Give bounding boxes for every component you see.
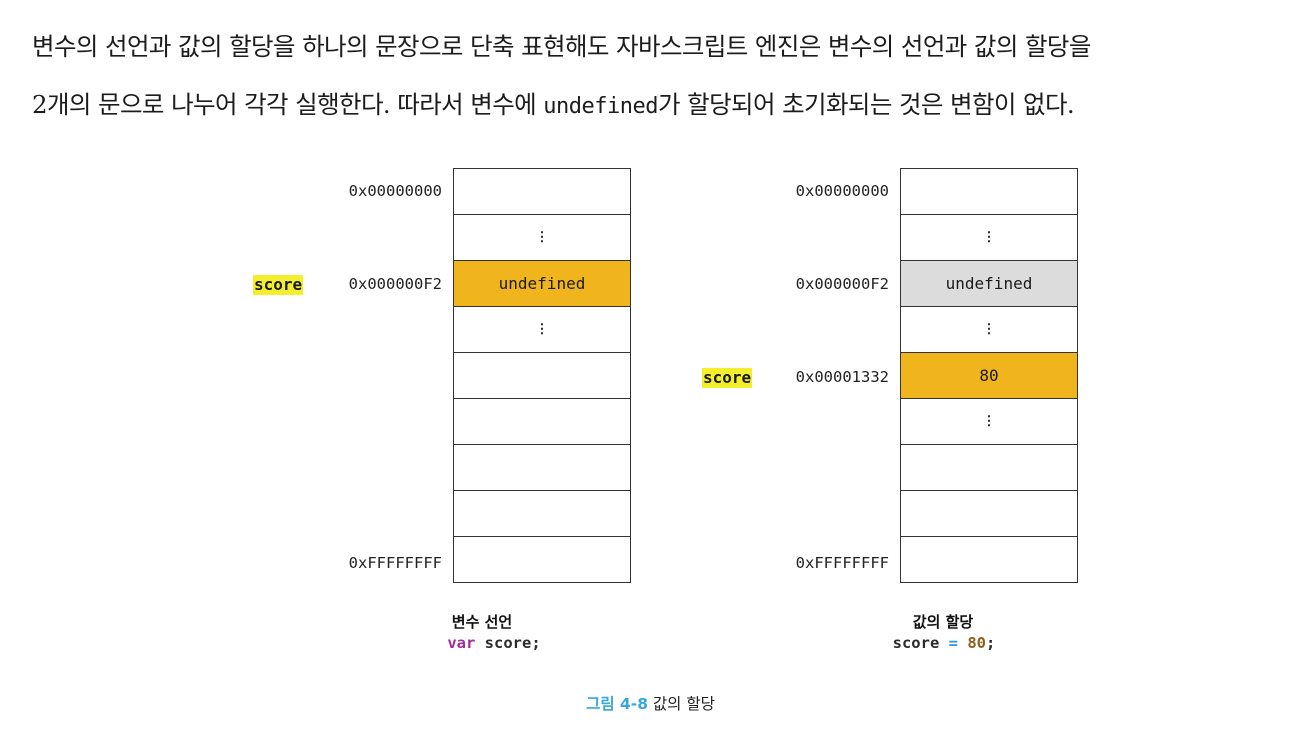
memory-cell bbox=[901, 490, 1077, 536]
left-bottom-address: 0xFFFFFFFF bbox=[348, 554, 442, 572]
number-literal: 80 bbox=[967, 634, 986, 652]
vertical-ellipsis-icon: ⋮ bbox=[535, 230, 549, 245]
right-caption-code: score = 80; bbox=[834, 634, 1054, 652]
memory-cell bbox=[901, 536, 1077, 582]
right-score-label: score bbox=[702, 368, 753, 388]
paragraph-line-2: 2개의 문으로 나누어 각각 실행한다. 따라서 변수에 undefined가 … bbox=[32, 76, 1282, 136]
memory-cell bbox=[454, 352, 630, 398]
paragraph-line-2-start: 2개의 문으로 나누어 각각 실행한다. 따라서 변수에 bbox=[32, 90, 544, 119]
inline-code-undefined: undefined bbox=[543, 94, 659, 119]
memory-cell bbox=[901, 444, 1077, 490]
right-caption-title: 값의 할당 bbox=[912, 613, 974, 631]
memory-cell-ellipsis: ⋮ bbox=[901, 214, 1077, 260]
right-old-address: 0x000000F2 bbox=[795, 275, 889, 293]
vertical-ellipsis-icon: ⋮ bbox=[535, 322, 549, 337]
memory-cell bbox=[454, 490, 630, 536]
right-top-address: 0x00000000 bbox=[795, 182, 889, 200]
left-memory-block: ⋮ undefined ⋮ bbox=[453, 168, 631, 583]
memory-cell-ellipsis: ⋮ bbox=[901, 306, 1077, 352]
figure-caption: 그림 4-8 값의 할당 bbox=[0, 692, 1301, 714]
figure-number: 그림 4-8 bbox=[586, 695, 648, 713]
vertical-ellipsis-icon: ⋮ bbox=[982, 230, 996, 245]
left-caption-title: 변수 선언 bbox=[451, 613, 513, 631]
right-var-address: 0x00001332 bbox=[795, 368, 889, 386]
memory-cell-ellipsis: ⋮ bbox=[454, 214, 630, 260]
paragraph-line-2-end: 가 할당되어 초기화되는 것은 변함이 없다. bbox=[658, 90, 1075, 119]
memory-cell-score: undefined bbox=[454, 260, 630, 306]
right-bottom-address: 0xFFFFFFFF bbox=[795, 554, 889, 572]
vertical-ellipsis-icon: ⋮ bbox=[982, 322, 996, 337]
left-var-address: 0x000000F2 bbox=[348, 275, 442, 293]
body-paragraph: 변수의 선언과 값의 할당을 하나의 문장으로 단축 표현해도 자바스크립트 엔… bbox=[32, 18, 1282, 136]
memory-cell bbox=[454, 398, 630, 444]
memory-cell bbox=[454, 536, 630, 582]
left-top-address: 0x00000000 bbox=[348, 182, 442, 200]
figure-caption-text: 값의 할당 bbox=[648, 695, 715, 713]
memory-cell bbox=[454, 444, 630, 490]
code-ident: score bbox=[892, 634, 949, 652]
memory-cell-ellipsis: ⋮ bbox=[901, 398, 1077, 444]
code-rest: score; bbox=[475, 634, 541, 652]
memory-cell-score-80: 80 bbox=[901, 352, 1077, 398]
memory-cell bbox=[454, 169, 630, 214]
vertical-ellipsis-icon: ⋮ bbox=[982, 414, 996, 429]
memory-cell-stale-undefined: undefined bbox=[901, 260, 1077, 306]
memory-cell bbox=[901, 169, 1077, 214]
memory-cell-ellipsis: ⋮ bbox=[454, 306, 630, 352]
code-semicolon: ; bbox=[986, 634, 996, 652]
keyword-var: var bbox=[447, 634, 476, 652]
left-caption-code: var score; bbox=[384, 634, 604, 652]
operator-assign: = bbox=[948, 634, 958, 652]
right-memory-block: ⋮ undefined ⋮ 80 ⋮ bbox=[900, 168, 1078, 583]
left-score-label: score bbox=[253, 275, 304, 295]
paragraph-line-1: 변수의 선언과 값의 할당을 하나의 문장으로 단축 표현해도 자바스크립트 엔… bbox=[32, 32, 1091, 61]
